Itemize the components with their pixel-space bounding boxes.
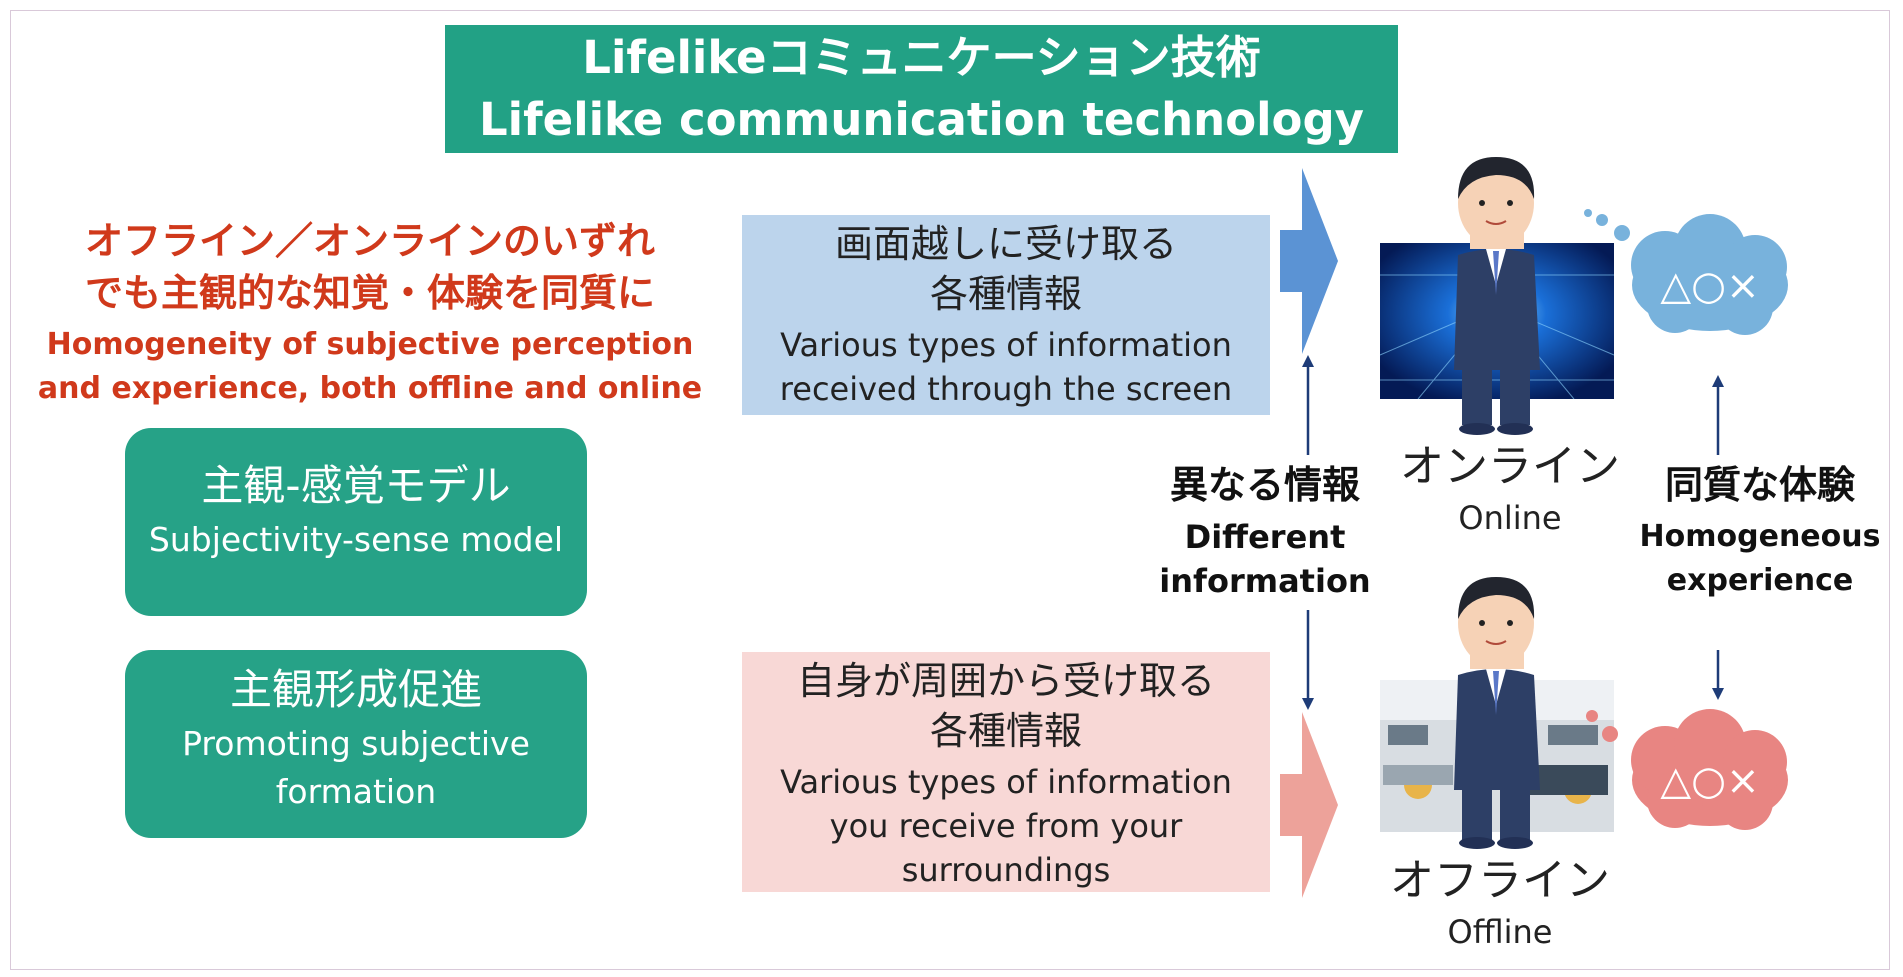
surround-info-en-line3: surroundings <box>901 851 1111 889</box>
goal-en-line1: Homogeneity of subjective perception <box>46 327 694 362</box>
screen-info-en-line1: Various types of information <box>780 326 1232 364</box>
offline-scene <box>1380 577 1614 849</box>
promoting-subjective-formation-box: 主観形成促進 Promoting subjective formation <box>125 650 587 838</box>
homogeneous-arrow-down <box>1712 650 1724 700</box>
subjectivity-sense-model-box: 主観-感覚モデル Subjectivity-sense model <box>125 428 587 616</box>
offline-thought-symbols: △○× <box>1660 758 1759 804</box>
different-information-label: 異なる情報 Different information <box>1140 455 1390 603</box>
homogeneous-arrow-up <box>1712 375 1724 455</box>
screen-info-jp-line2: 各種情報 <box>929 272 1082 316</box>
slide-frame <box>10 10 1890 970</box>
different-en-line1: Different <box>1184 518 1346 556</box>
goal-jp-line2: でも主観的な知覚・体験を同質に <box>84 271 655 315</box>
promote-jp: 主観形成促進 <box>229 665 482 714</box>
online-thought-cloud: △○× <box>1584 209 1788 335</box>
surround-info-jp-line2: 各種情報 <box>929 709 1082 753</box>
offline-jp: オフライン <box>1390 855 1610 906</box>
online-jp: オンライン <box>1400 441 1620 492</box>
different-en-line2: information <box>1159 562 1371 600</box>
offline-person-icon <box>1454 577 1540 849</box>
goal-jp-line1: オフライン／オンラインのいずれ <box>84 219 655 263</box>
online-label: オンライン Online <box>1390 438 1630 540</box>
surround-info-box: 自身が周囲から受け取る 各種情報 Various types of inform… <box>742 652 1270 892</box>
screen-info-en-line2: received through the screen <box>779 370 1233 408</box>
screen-info-jp-line1: 画面越しに受け取る <box>834 222 1177 266</box>
online-en: Online <box>1458 499 1562 537</box>
homogeneous-en-line2: experience <box>1666 563 1854 598</box>
online-person-icon <box>1454 157 1540 435</box>
promote-en-line1: Promoting subjective <box>182 724 530 763</box>
model-en: Subjectivity-sense model <box>148 520 564 559</box>
blue-arrow-right <box>1280 168 1338 354</box>
online-scene <box>1379 157 1615 435</box>
offline-label: オフライン Offline <box>1380 852 1620 954</box>
homogeneous-jp: 同質な体験 <box>1664 463 1855 507</box>
title-jp: Lifelikeコミュニケーション技術 <box>582 31 1261 84</box>
homogeneous-en-line1: Homogeneous <box>1639 519 1881 554</box>
surround-info-en-line2: you receive from your <box>829 807 1183 845</box>
title-en: Lifelike communication technology <box>479 93 1364 146</box>
title-banner: Lifelikeコミュニケーション技術 Lifelike communicati… <box>445 25 1398 153</box>
online-thought-symbols: △○× <box>1660 263 1759 309</box>
goal-en-line2: and experience, both offline and online <box>37 371 703 406</box>
model-jp: 主観-感覚モデル <box>201 461 511 510</box>
offline-thought-cloud: △○× <box>1586 709 1788 830</box>
different-jp: 異なる情報 <box>1169 463 1360 507</box>
goal-statement: オフライン／オンラインのいずれ でも主観的な知覚・体験を同質に Homogene… <box>30 215 710 411</box>
pink-arrow-right <box>1280 712 1338 898</box>
promote-en-line2: formation <box>275 772 437 811</box>
homogeneous-experience-label: 同質な体験 Homogeneous experience <box>1630 455 1890 603</box>
different-arrow-down <box>1302 610 1314 710</box>
different-arrow-up <box>1302 355 1314 455</box>
screen-info-box: 画面越しに受け取る 各種情報 Various types of informat… <box>742 215 1270 415</box>
surround-info-en-line1: Various types of information <box>780 763 1232 801</box>
offline-en: Offline <box>1447 913 1553 951</box>
surround-info-jp-line1: 自身が周囲から受け取る <box>796 659 1215 703</box>
